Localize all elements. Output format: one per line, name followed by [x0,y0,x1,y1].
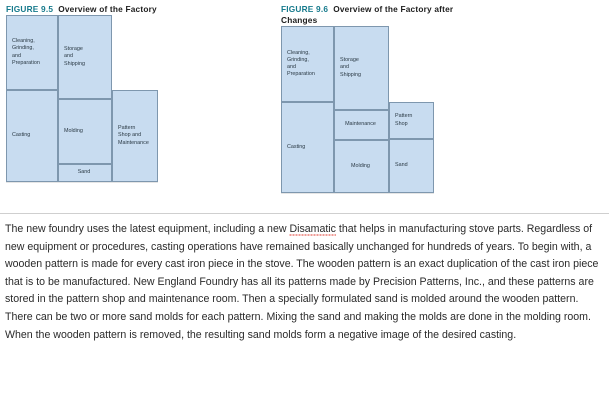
misspelled-word-disamatic: Disamatic [289,223,336,235]
figure-9-5-number: FIGURE 9.5 [6,4,54,14]
body-copy-section: The new foundry uses the latest equipmen… [0,213,609,344]
room-pattern-shop-and-maintenance: Pattern Shop and Maintenance [112,90,158,182]
figure-9-5-caption: FIGURE 9.5 Overview of the Factory [0,0,186,15]
room-storage-and-shipping: Storage and Shipping [334,26,389,110]
room-label: Casting [287,143,306,150]
room-label: Molding [351,162,370,169]
room-label: Pattern Shop and Maintenance [118,125,149,146]
room-casting: Casting [6,90,58,182]
room-cleaning-grinding-preparation: Cleaning, Grinding, and Preparation [281,26,334,102]
room-label: Cleaning, Grinding, and Preparation [287,49,315,78]
figure-9-5-title: Overview of the Factory [58,4,157,14]
figures-band: FIGURE 9.5 Overview of the Factory Cleani… [0,0,453,215]
room-storage-and-shipping: Storage and Shipping [58,15,112,99]
room-label: Molding [64,127,83,134]
room-molding: Molding [58,99,112,164]
room-label: Storage and Shipping [64,46,85,67]
room-casting: Casting [281,102,334,193]
body-paragraph: The new foundry uses the latest equipmen… [5,221,601,344]
room-label: Cleaning, Grinding, and Preparation [12,38,40,66]
figure-9-6-title: Overview of the Factory after Changes [281,4,454,25]
room-molding: Molding [334,140,389,193]
room-label: Pattern Shop [395,113,413,127]
room-label: Maintenance [345,121,376,128]
room-cleaning-grinding-preparation: Cleaning, Grinding, and Preparation [6,15,58,90]
room-label: Sand [395,162,408,169]
room-label: Storage and Shipping [340,57,361,78]
room-sand: Sand [58,164,112,182]
room-maintenance: Maintenance [334,110,389,140]
figure-9-6-number: FIGURE 9.6 [281,4,329,14]
floorplan-figure-9-6: Cleaning, Grinding, and Preparation Stora… [275,26,545,226]
figure-9-5-block: FIGURE 9.5 Overview of the Factory Cleani… [0,0,270,215]
room-pattern-shop: Pattern Shop [389,102,434,139]
paragraph-text-part-2: that helps in manufacturing stove parts.… [5,223,599,341]
floorplan-figure-9-5: Cleaning, Grinding, and Preparation Stora… [0,15,270,215]
room-label: Casting [12,132,31,139]
room-label: Sand [77,169,91,176]
room-sand: Sand [389,139,434,193]
paragraph-text-part-1: The new foundry uses the latest equipmen… [5,223,290,235]
